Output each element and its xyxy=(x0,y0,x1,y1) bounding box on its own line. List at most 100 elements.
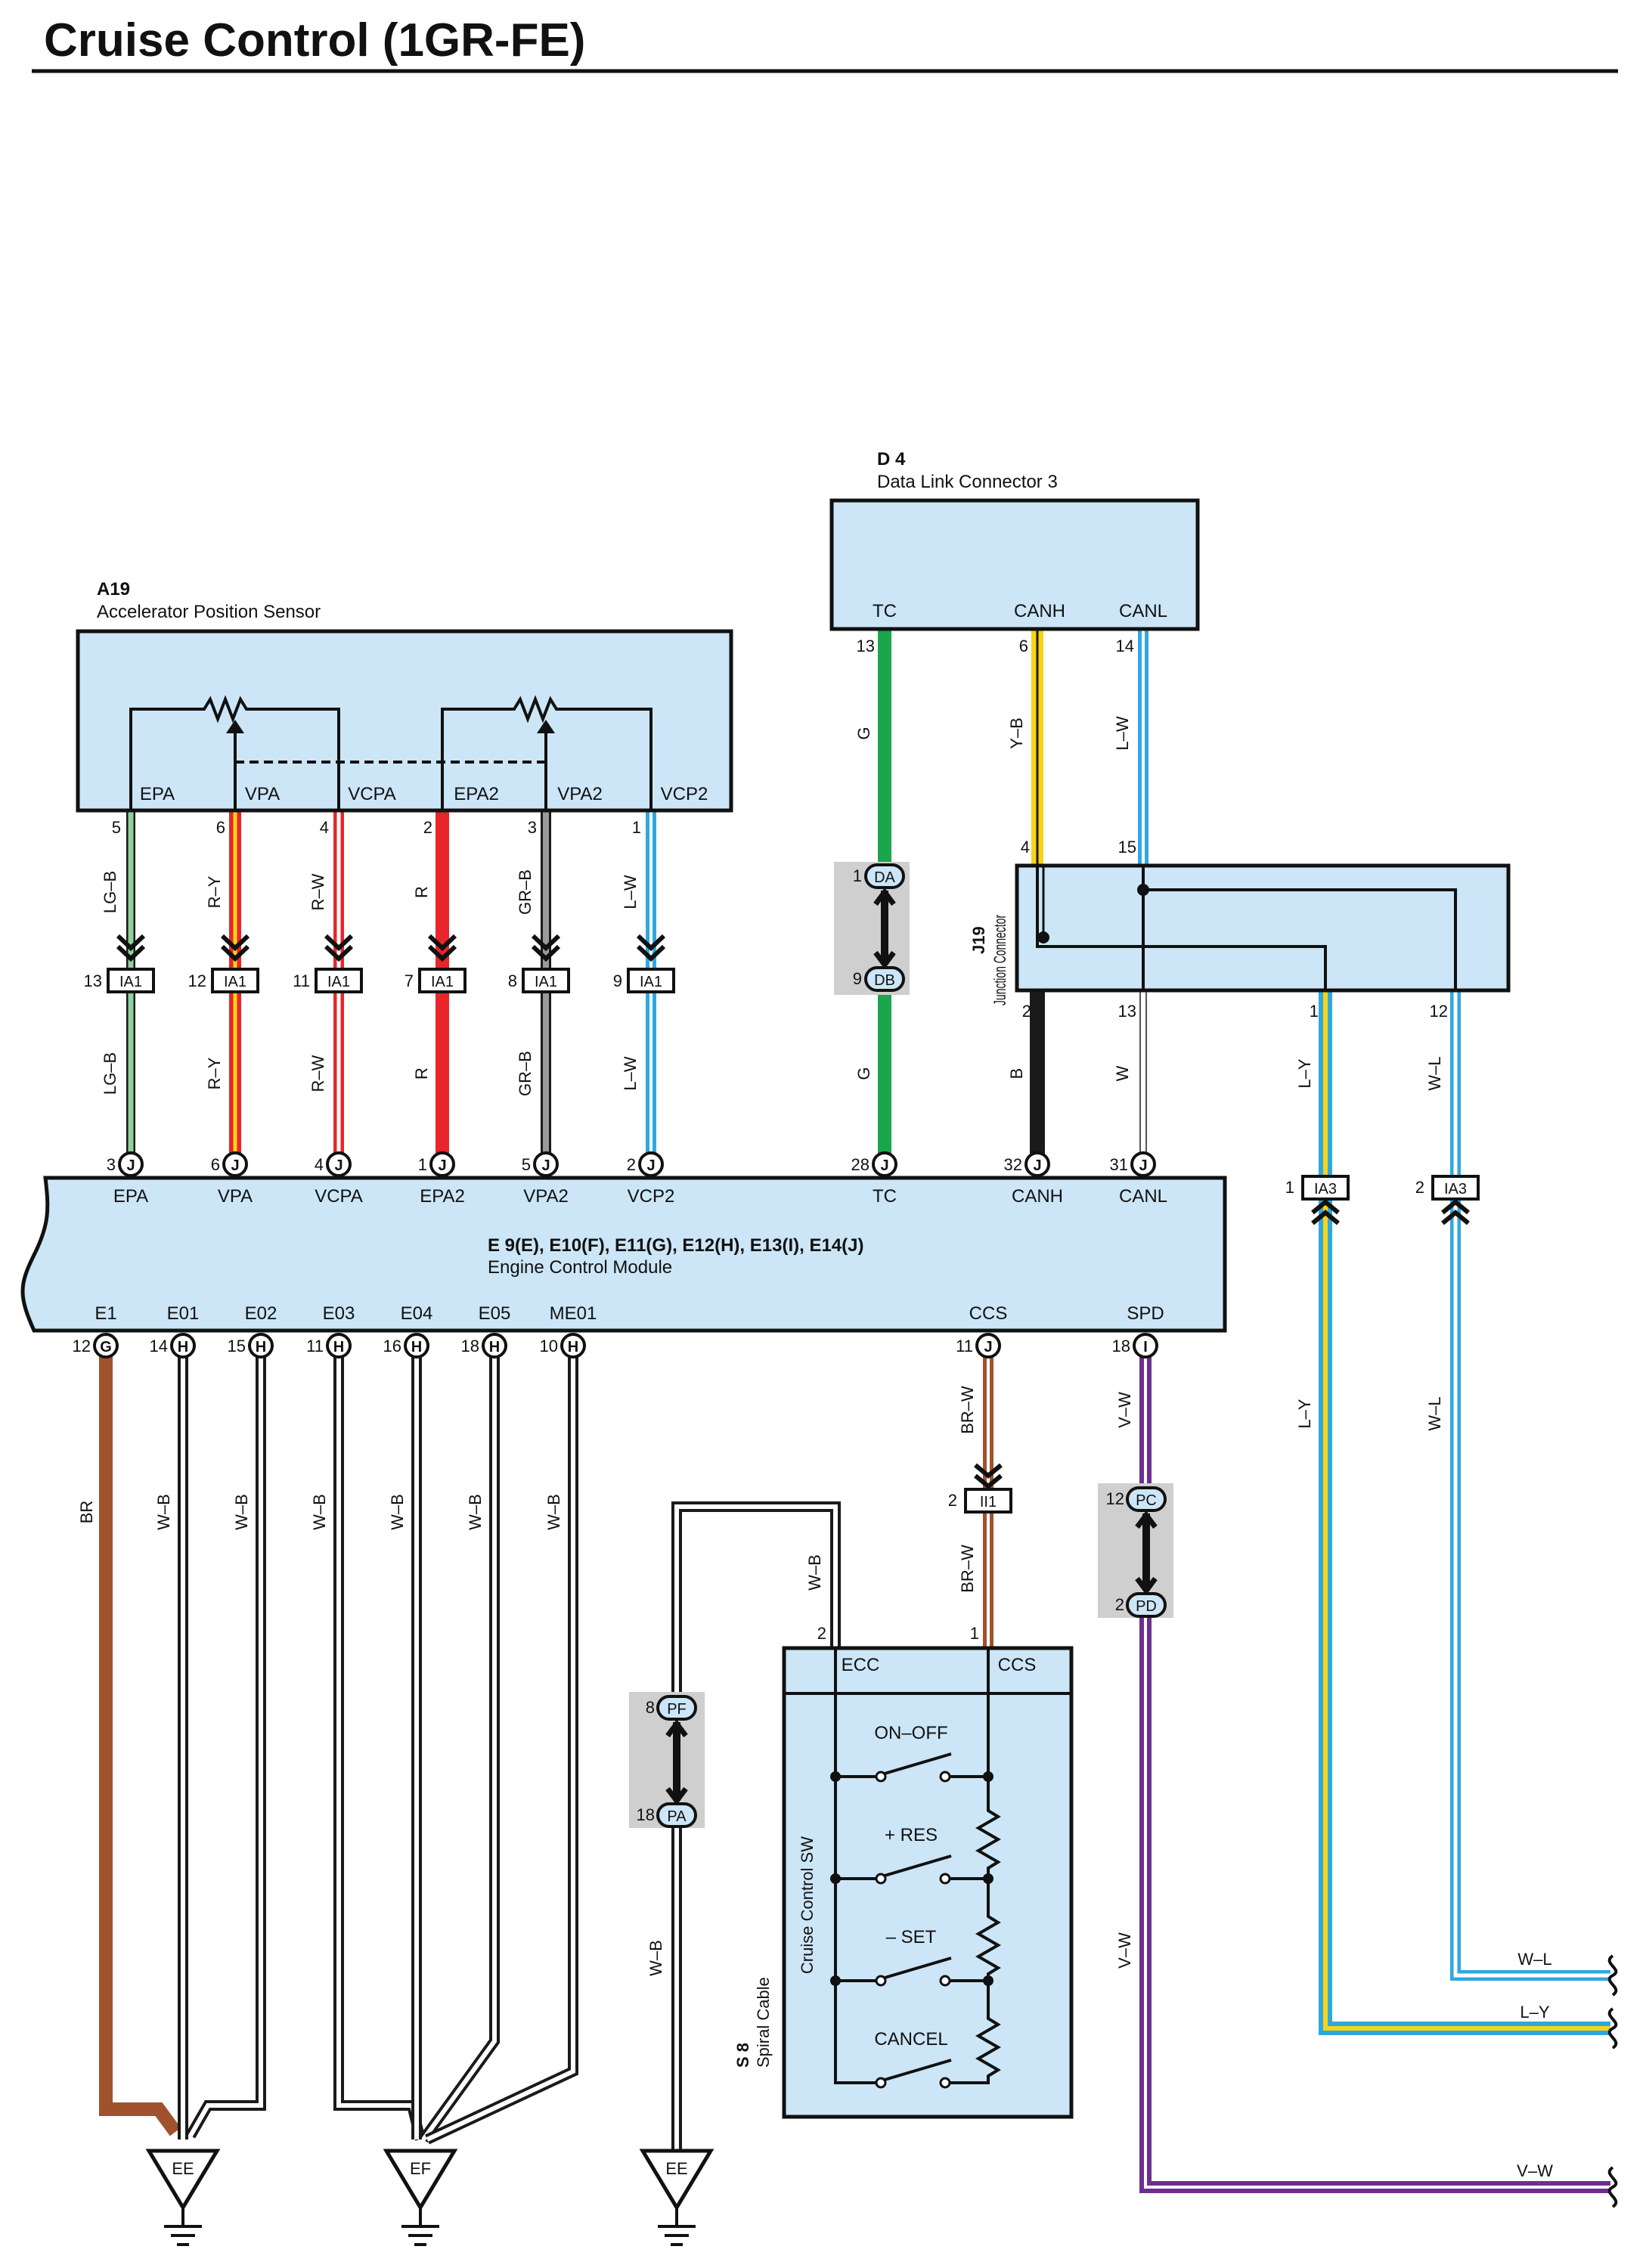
ii1-num: 2 xyxy=(948,1491,957,1510)
ecm-pin-num: 4 xyxy=(315,1155,324,1174)
label-a19-lower-0: LG–B xyxy=(101,1052,119,1095)
ecm-pin-num: 6 xyxy=(211,1155,220,1174)
a19-pin-vcp2: VCP2 xyxy=(661,784,708,804)
ecm-pin-conn: H xyxy=(178,1339,188,1356)
ia1-num: 11 xyxy=(293,971,310,990)
label-j19-ly: L–Y xyxy=(1295,1058,1314,1088)
label-spd-upper: V–W xyxy=(1115,1392,1134,1428)
ecm-pin-conn: J xyxy=(1139,1157,1147,1174)
s8-switch-label: + RES xyxy=(885,1825,938,1845)
a19-pin-epa2: EPA2 xyxy=(454,784,499,804)
ecm-pin-terminal xyxy=(872,1151,897,1177)
ecm-pin-terminal xyxy=(560,1333,586,1359)
ia3-connector-1: 1 IA3 xyxy=(1285,1175,1350,1225)
s8-junction xyxy=(983,1975,993,1986)
ecm-pin-num: 15 xyxy=(228,1337,246,1356)
ia1-num: 12 xyxy=(188,971,206,990)
ecm-pin-conn: J xyxy=(541,1157,550,1174)
pd-label: PD xyxy=(1136,1598,1157,1615)
pf-num: 8 xyxy=(646,1698,655,1717)
label-ground-6: W–B xyxy=(544,1494,563,1530)
ecm-top-pins: J3EPAJ6VPAJ4VCPAJ1EPA2J5VPA2J2VCP2J28TCJ… xyxy=(107,1151,1167,1207)
s8-switch: ON–OFF xyxy=(830,1723,993,1783)
ecm-pin-terminal xyxy=(638,1151,664,1177)
ia1-box xyxy=(211,968,259,993)
wire-ecc xyxy=(671,1501,841,2177)
ecm-pin-num: 16 xyxy=(383,1337,401,1356)
ia1-label: IA1 xyxy=(224,974,246,990)
continuations: W–LL–YV–W xyxy=(1517,1950,1618,2208)
label-ecc-upper: W–B xyxy=(805,1554,824,1591)
a19-num-5: 5 xyxy=(112,818,121,837)
s8-name: Spiral Cable xyxy=(754,1977,773,2068)
pc-pd-connector: 12 PC 2 PD xyxy=(1098,1483,1173,1618)
s8-lever xyxy=(884,1752,952,1775)
ecm-pin-num: 18 xyxy=(461,1337,479,1356)
s8-contact xyxy=(875,1975,887,1987)
ecm-pin-num: 11 xyxy=(306,1337,324,1356)
ecm-pin-num: 11 xyxy=(956,1337,973,1356)
ecm-pin-conn: J xyxy=(646,1157,655,1174)
ia1-label: IA1 xyxy=(327,974,350,990)
pa-label: PA xyxy=(667,1808,687,1825)
continuation-break xyxy=(1607,2007,1618,2050)
label-a19-lower-2: R–W xyxy=(308,1055,327,1092)
ia3-num-1: 1 xyxy=(1285,1178,1294,1197)
ecm-pin-terminal xyxy=(248,1333,274,1359)
ia1-arrow xyxy=(116,934,146,962)
s8-num-ecc: 2 xyxy=(817,1624,826,1643)
label-spd-lower: V–W xyxy=(1115,1932,1134,1969)
ecm-pin-conn: J xyxy=(984,1339,992,1356)
j19-box xyxy=(1015,863,1511,993)
j19-id: J19 xyxy=(969,926,988,954)
ecm-pin-num: 12 xyxy=(73,1337,91,1356)
s8-inner-name: Cruise Control SW xyxy=(798,1836,817,1974)
a19-pin-vpa2: VPA2 xyxy=(557,784,603,804)
pc-label: PC xyxy=(1136,1492,1157,1509)
label-a19-lower-1: R–Y xyxy=(205,1057,224,1089)
s8-junction xyxy=(830,1771,841,1782)
ecm-pin-num: 10 xyxy=(540,1337,558,1356)
ecm-pin-conn: J xyxy=(334,1157,343,1174)
ground-symbol: EF xyxy=(383,2149,458,2246)
a19-pin-epa: EPA xyxy=(140,784,175,804)
ia1-connector: IA1 12 xyxy=(188,934,259,993)
label-a19-upper-5: L–W xyxy=(621,875,640,909)
a19-pin-vpa: VPA xyxy=(245,784,280,804)
da-num: 1 xyxy=(853,866,862,885)
ia1-arrow xyxy=(427,934,457,962)
label-ly-mid: L–Y xyxy=(1295,1399,1314,1428)
ecm-pin-conn: H xyxy=(256,1339,266,1356)
ecm-pin-conn: J xyxy=(880,1157,888,1174)
ecm-pin-terminal xyxy=(170,1333,196,1359)
j19-top-4: 4 xyxy=(1021,838,1030,857)
d4-pin-canl: CANL xyxy=(1119,601,1167,621)
ecm-pin-conn: J xyxy=(231,1157,239,1174)
ecm-pin-num: 14 xyxy=(150,1337,168,1356)
wire-spd xyxy=(1139,1346,1610,2193)
ia1-arrow xyxy=(324,934,354,962)
ecm-pin-name: E05 xyxy=(479,1303,511,1324)
ecm-pin-terminal xyxy=(326,1333,352,1359)
j19-top-15: 15 xyxy=(1118,838,1136,857)
label-a19-upper-1: R–Y xyxy=(205,875,224,908)
ia3-label-1: IA3 xyxy=(1314,1181,1337,1198)
ia1-box xyxy=(522,968,570,993)
ia3-connector-2: 2 IA3 xyxy=(1415,1175,1480,1225)
pf-label: PF xyxy=(667,1701,687,1718)
label-ecc-lower: W–B xyxy=(646,1940,665,1976)
d4-num-canl: 14 xyxy=(1116,637,1134,655)
label-ground-2: W–B xyxy=(232,1494,251,1530)
ecm-pin-terminal xyxy=(118,1151,144,1177)
s8-contact xyxy=(875,1771,887,1783)
continuation-break xyxy=(1607,1954,1618,1997)
s8-lever xyxy=(884,1957,952,1979)
